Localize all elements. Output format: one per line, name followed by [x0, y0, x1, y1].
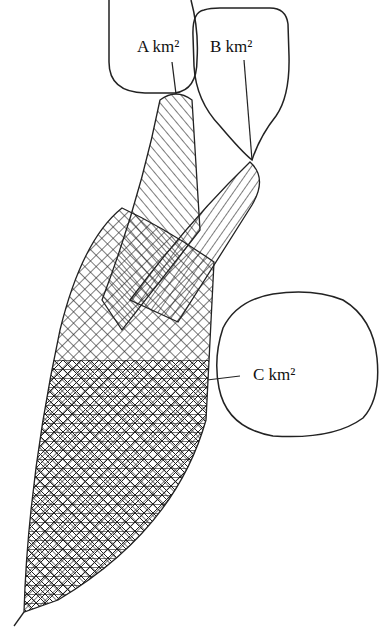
catchment-outline	[213, 288, 381, 440]
area-label: A km²	[135, 38, 181, 57]
catchment-c: C km²	[213, 288, 381, 440]
catchment-a: A km²	[105, 0, 200, 95]
area-label: B km²	[208, 38, 254, 57]
area-label: C km²	[251, 366, 297, 385]
leader-lines	[172, 60, 252, 380]
catchment-b: B km²	[190, 6, 292, 164]
lobe-main	[14, 208, 214, 626]
catchment-outline	[190, 6, 292, 164]
